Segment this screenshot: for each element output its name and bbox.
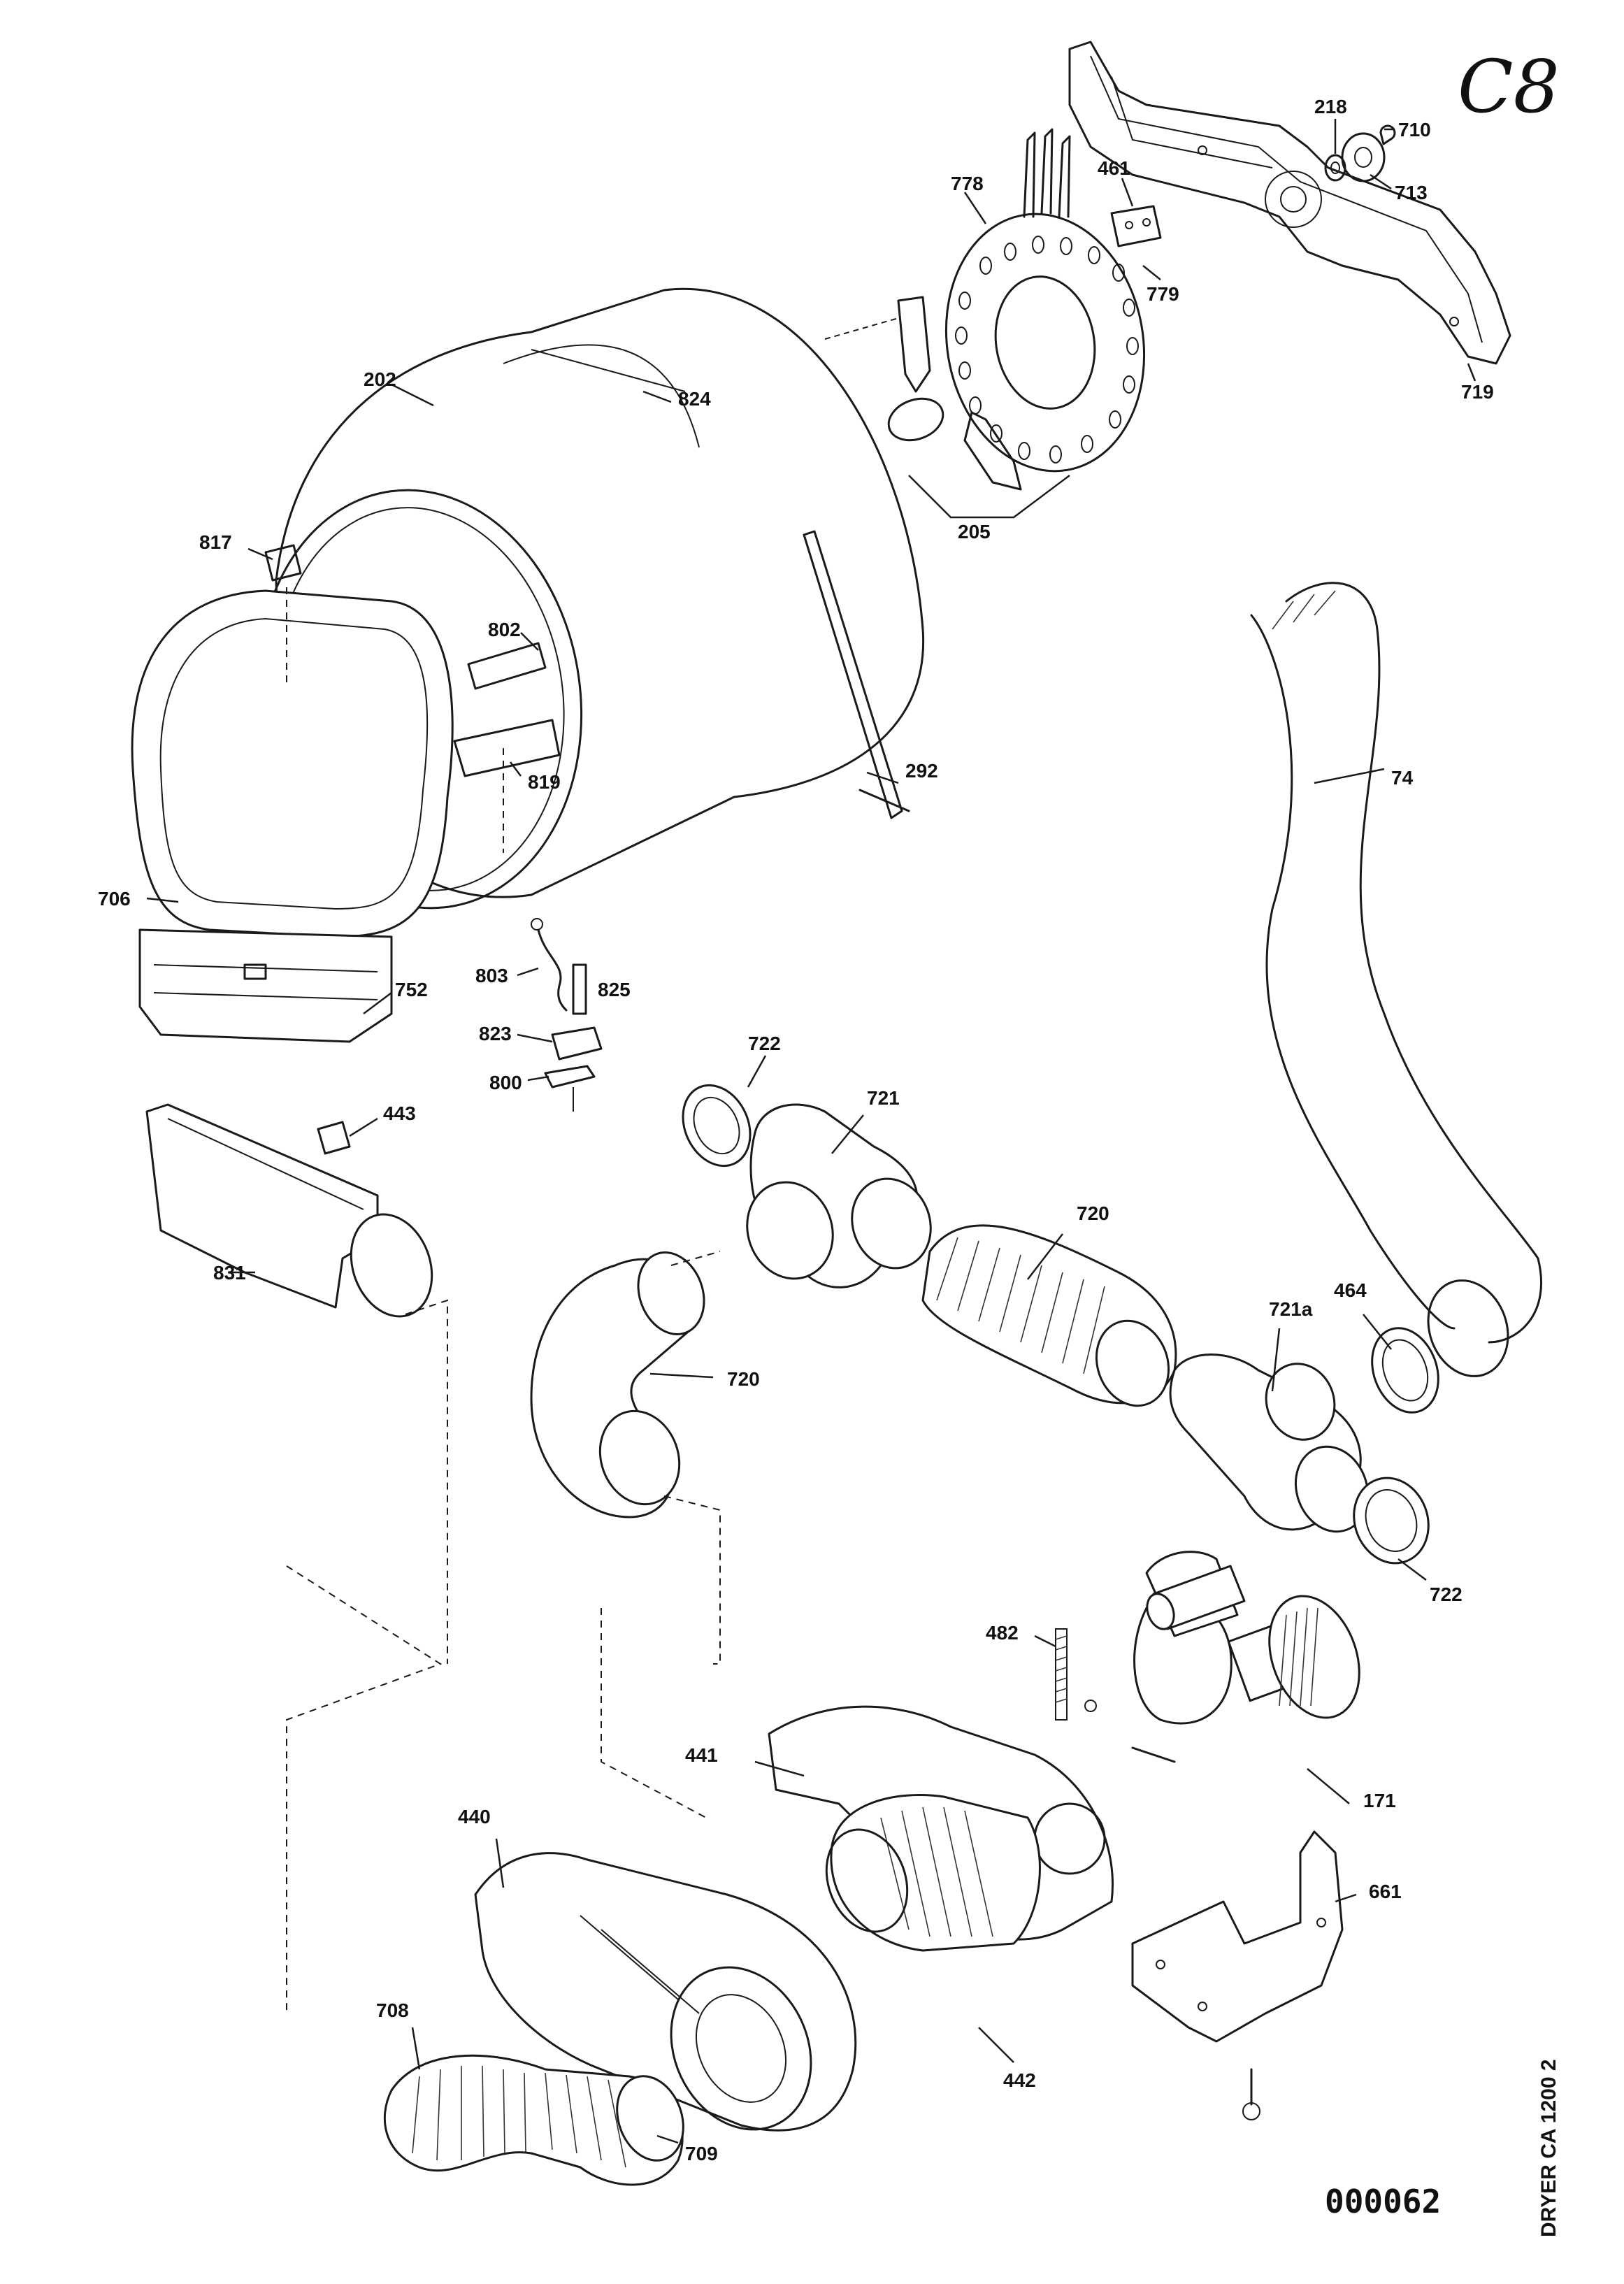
sheet-number: 000062 xyxy=(1325,2183,1441,2220)
callout-720-lower: 720 xyxy=(727,1368,760,1390)
callout-823: 823 xyxy=(479,1023,512,1044)
door-frame-part xyxy=(138,928,393,1043)
callout-802: 802 xyxy=(488,619,521,640)
callout-817: 817 xyxy=(199,531,232,553)
callout-482: 482 xyxy=(986,1622,1019,1644)
callout-825: 825 xyxy=(598,979,631,1000)
callout-661: 661 xyxy=(1369,1881,1402,1902)
callout-713: 713 xyxy=(1395,182,1428,203)
callout-778: 778 xyxy=(951,173,984,194)
callout-461: 461 xyxy=(1098,157,1130,179)
motor-part xyxy=(1131,1551,1360,1763)
heater-brackets-part xyxy=(824,296,1070,519)
exhaust-hose-part xyxy=(1250,582,1543,1377)
rear-bracket-part xyxy=(1068,41,1511,365)
callout-464: 464 xyxy=(1334,1279,1367,1301)
heater-element-part xyxy=(944,128,1146,473)
callout-440: 440 xyxy=(458,1806,491,1827)
callout-218: 218 xyxy=(1314,96,1347,117)
duct-cap-left-part xyxy=(682,1084,752,1168)
drive-belt-part xyxy=(803,530,910,819)
callout-202: 202 xyxy=(364,368,396,390)
filter-housing-part xyxy=(145,1103,448,1664)
callout-752: 752 xyxy=(395,979,428,1000)
capacitor-part xyxy=(1146,1565,1246,1630)
t-duct-part xyxy=(746,1103,932,1288)
callout-709: 709 xyxy=(685,2143,718,2164)
flex-duct-lower-part xyxy=(383,2054,684,2186)
callout-720-upper: 720 xyxy=(1077,1202,1109,1224)
callout-74: 74 xyxy=(1391,767,1414,789)
connector-line-mid xyxy=(601,1608,707,1818)
model-caption: DRYER CA 1200 2 xyxy=(1537,2059,1560,2237)
front-ring-part xyxy=(131,544,454,938)
sensor-parts xyxy=(531,918,603,1112)
duct-cap-right-part xyxy=(1353,1477,1430,1565)
callout-443: 443 xyxy=(383,1103,416,1124)
spring-part xyxy=(1055,1628,1097,1721)
callout-779: 779 xyxy=(1147,283,1179,305)
elbow-duct-part xyxy=(530,1251,721,1665)
callout-719: 719 xyxy=(1461,381,1494,403)
callout-441: 441 xyxy=(685,1744,718,1766)
callout-824: 824 xyxy=(678,388,711,410)
callout-labels: 218 710 713 461 778 779 719 202 824 205 … xyxy=(98,96,1494,2164)
callout-831: 831 xyxy=(213,1262,246,1284)
thermostat-part xyxy=(1110,205,1162,247)
callout-721: 721 xyxy=(867,1087,900,1109)
corner-mark: C8 xyxy=(1458,44,1560,129)
hose-clamp-part xyxy=(1371,1327,1439,1414)
callout-706: 706 xyxy=(98,888,131,910)
callout-722-top: 722 xyxy=(748,1033,781,1054)
connector-line-left xyxy=(286,1565,443,2013)
callout-442: 442 xyxy=(1003,2069,1036,2091)
bearing-parts xyxy=(1324,124,1396,182)
callout-803: 803 xyxy=(475,965,508,986)
callout-721a: 721a xyxy=(1269,1298,1313,1320)
callout-205: 205 xyxy=(958,521,991,543)
leader-lines xyxy=(146,119,1476,2144)
callout-710: 710 xyxy=(1398,119,1431,141)
callout-292: 292 xyxy=(905,760,938,782)
t-duct-lower-part xyxy=(1169,1353,1370,1533)
fan-housing-rear-part xyxy=(474,1852,857,2132)
flex-duct-upper-part xyxy=(921,1224,1177,1407)
callout-708: 708 xyxy=(376,1999,409,2021)
callout-171: 171 xyxy=(1363,1790,1396,1811)
fan-wheel-part xyxy=(825,1794,1041,1952)
callout-800: 800 xyxy=(489,1072,522,1093)
callout-819: 819 xyxy=(528,771,561,793)
callout-722-bottom: 722 xyxy=(1430,1583,1463,1605)
motor-bracket-part xyxy=(1131,1830,1344,2120)
